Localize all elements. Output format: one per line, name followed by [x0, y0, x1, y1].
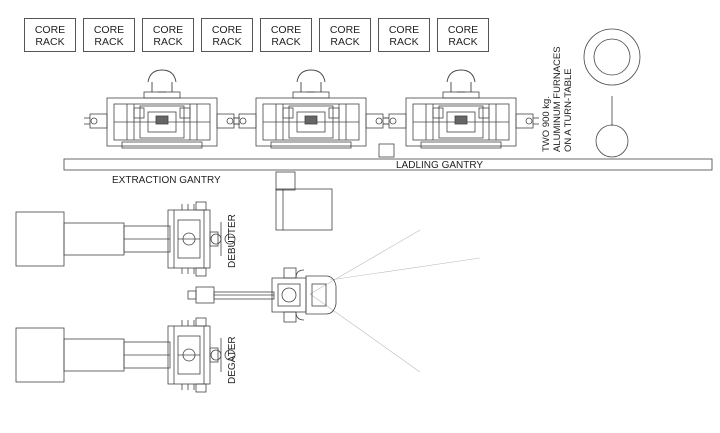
furnace-caption-line1: TWO 900 kg.: [541, 96, 552, 152]
extraction-gantry-label: EXTRACTION GANTRY: [112, 175, 221, 186]
degater-label: DEGATER: [227, 336, 238, 384]
robot-arm: [187, 267, 337, 323]
furnace-caption-line3: ON A TURN-TABLE: [563, 68, 574, 152]
furnace-caption: TWO 900 kg. ALUMINUM FURNACES ON A TURN-…: [541, 46, 574, 152]
ladling-gantry-label: LADLING GANTRY: [396, 160, 484, 171]
debutter-label: DEBUTTER: [227, 214, 238, 268]
ladling-gantry-rail: [63, 158, 713, 171]
furnace-caption-line2: ALUMINUM FURNACES: [552, 46, 563, 152]
